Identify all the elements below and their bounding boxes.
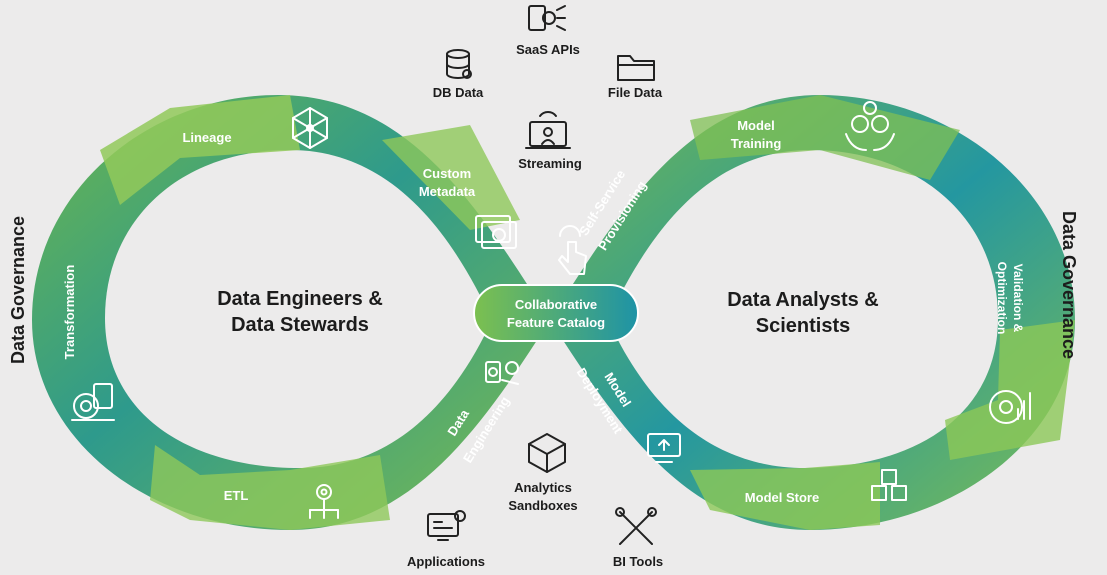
source-bi-tools: BI Tools: [613, 554, 663, 569]
stage-model-training-line2[interactable]: Training: [731, 136, 782, 151]
database-icon: [446, 49, 472, 79]
stage-model-store[interactable]: Model Store: [745, 490, 819, 505]
data-governance-left: Data Governance: [8, 216, 28, 364]
transformation-icon: [71, 383, 115, 421]
arrow-segment-custom-metadata: [382, 125, 520, 230]
feature-catalog-pill[interactable]: [473, 284, 639, 342]
stage-custom-metadata-line1[interactable]: Custom: [423, 166, 471, 181]
left-loop-title-line1: Data Engineers &: [217, 288, 383, 310]
source-file-data: File Data: [608, 85, 663, 100]
stage-validation-line1[interactable]: Validation &: [1011, 264, 1025, 333]
deployment-monitor-icon: [647, 433, 681, 463]
right-loop-hole: [608, 150, 998, 468]
source-analytics-sandboxes-line1: Analytics: [514, 480, 572, 495]
data-governance-right: Data Governance: [1059, 211, 1079, 359]
hand-pointer-icon: [558, 225, 587, 275]
gears-hands-icon: [845, 101, 895, 151]
stage-custom-metadata-line2[interactable]: Metadata: [419, 184, 476, 199]
arrow-segment-validation: [945, 320, 1075, 460]
source-streaming: Streaming: [518, 156, 582, 171]
right-loop-title-line2: Scientists: [756, 315, 850, 337]
stage-transformation[interactable]: Transformation: [62, 265, 77, 360]
folder-icon: [617, 55, 655, 81]
box-icon: [528, 433, 566, 473]
applications-icon: [427, 510, 466, 541]
source-saas-apis: SaaS APIs: [516, 42, 580, 57]
tools-icon: [615, 507, 657, 545]
data-engineering-icon: [485, 361, 519, 385]
streaming-icon: [525, 111, 571, 149]
source-applications: Applications: [407, 554, 485, 569]
arrow-segment-model-store: [690, 462, 880, 530]
arrow-segment-model-training: [690, 95, 960, 180]
stage-etl[interactable]: ETL: [224, 488, 249, 503]
stage-lineage[interactable]: Lineage: [182, 130, 231, 145]
feature-catalog-line1: Collaborative: [515, 297, 597, 312]
arrow-segment-lineage: [100, 95, 300, 205]
feature-catalog-line2: Feature Catalog: [507, 315, 605, 330]
gear-chart-icon: [989, 390, 1031, 424]
source-analytics-sandboxes-line2: Sandboxes: [508, 498, 577, 513]
source-db-data: DB Data: [433, 85, 484, 100]
right-loop-title-line1: Data Analysts &: [727, 289, 879, 311]
left-loop-title-line2: Data Stewards: [231, 314, 369, 336]
etl-cog-icon: [309, 484, 339, 519]
stage-validation-line2[interactable]: Optimization: [995, 262, 1009, 335]
stage-model-training-line1[interactable]: Model: [737, 118, 775, 133]
saas-api-icon: [528, 5, 566, 31]
arrow-segment-etl: [150, 445, 390, 530]
network-icon: [292, 107, 328, 149]
metadata-gear-icon: [475, 215, 517, 249]
cubes-icon: [871, 469, 907, 501]
left-loop-hole: [105, 150, 492, 468]
